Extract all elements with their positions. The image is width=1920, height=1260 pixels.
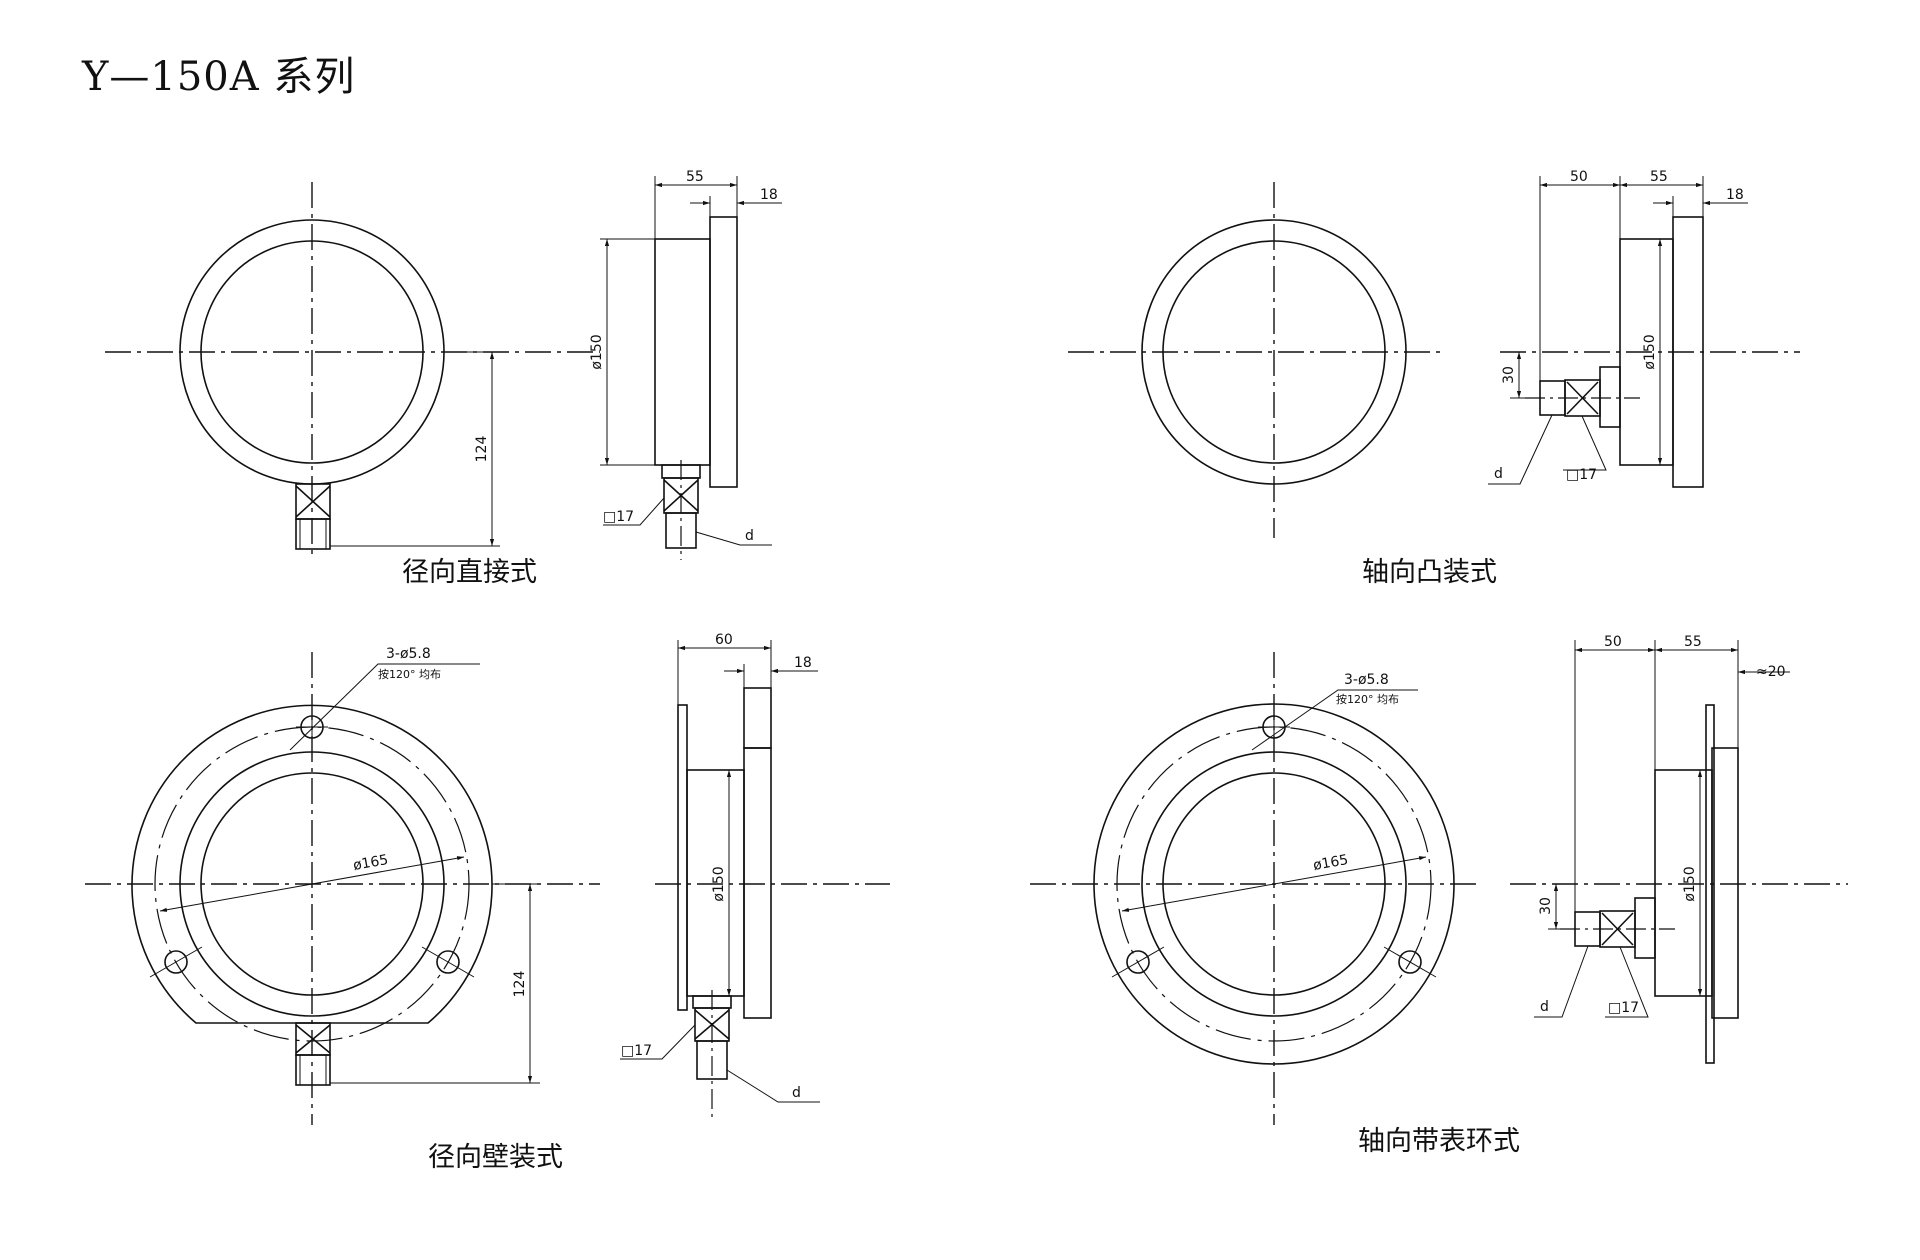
dim-label-60: 60 [715, 632, 733, 648]
wall-plate-side [677, 704, 688, 1011]
dim-label-30: 30 [1501, 366, 1517, 384]
dim-label-18: 18 [794, 655, 812, 671]
socket-collar [1599, 366, 1621, 428]
leader-holes [289, 663, 480, 751]
view-axial-ring [1030, 640, 1848, 1125]
dim-label-18: 18 [760, 187, 778, 203]
dim-label-50: 50 [1604, 634, 1622, 650]
dim-label-d: d [1540, 999, 1549, 1015]
leader-d [1488, 414, 1553, 485]
hex-cross [295, 485, 331, 518]
dim-label-dia165: ø165 [352, 852, 390, 874]
hole-center [1111, 946, 1165, 978]
leader-d [1534, 945, 1589, 1018]
hole-center [1383, 946, 1437, 978]
leader-holes [1251, 689, 1418, 751]
hex-cross [1601, 912, 1634, 946]
hex-cross [295, 1024, 331, 1054]
dim-label-d: d [792, 1085, 801, 1101]
dim-label-hex: □17 [1566, 467, 1597, 483]
labels-radial-direct: 55 18 ø150 124 □17 d 径向直接式 [402, 169, 778, 588]
dim-label-dia150: ø150 [1642, 334, 1658, 369]
dim-label-dia165: ø165 [1312, 852, 1350, 874]
mount-hole [164, 950, 188, 974]
dim-label-dia150: ø150 [1682, 866, 1698, 901]
gauge-inner-ring [200, 240, 424, 464]
case-side [654, 238, 711, 466]
mount-hole [1126, 950, 1150, 974]
caption-axial-flange: 轴向凸装式 [1362, 557, 1497, 588]
dim-label-hex: □17 [603, 509, 634, 525]
dim-label-hex: □17 [1608, 1000, 1639, 1016]
dim-label-55: 55 [686, 169, 704, 185]
socket-thread [295, 518, 331, 550]
hex-cross [1566, 381, 1599, 415]
caption-axial-ring: 轴向带表环式 [1358, 1126, 1520, 1157]
holes-label: 3-ø5.8 [386, 646, 431, 662]
bezel-side [709, 216, 738, 488]
labels-axial-flange: 50 55 18 30 ø150 d □17 轴向凸装式 [1362, 169, 1744, 588]
view-radial-wall [85, 640, 890, 1125]
hole-center [149, 946, 203, 978]
mount-hole [1398, 950, 1422, 974]
caption-radial-direct: 径向直接式 [402, 557, 537, 588]
dim-label-20: ≈20 [1756, 664, 1786, 680]
dim-label-dia150: ø150 [711, 866, 727, 901]
leader-hex [603, 497, 665, 526]
holes-note: 按120° 均布 [1336, 692, 1399, 706]
wall-flange [131, 704, 493, 1024]
bolt-circle [154, 726, 470, 1042]
dim-label-d: d [1494, 466, 1503, 482]
leader-hex [620, 1024, 696, 1060]
dim-label-d: d [745, 528, 754, 544]
dim-label-dia150: ø150 [589, 334, 605, 369]
leader-hex [1563, 415, 1607, 471]
dim-label-124: 124 [474, 436, 490, 463]
dim-label-55: 55 [1650, 169, 1668, 185]
dim-label-18: 18 [1726, 187, 1744, 203]
dim-label-hex: □17 [621, 1043, 652, 1059]
gauge-outer-ring [1141, 219, 1407, 485]
front-ring [1093, 703, 1455, 1065]
bezel-side [1711, 747, 1739, 1019]
caption-radial-wall: 径向壁装式 [428, 1142, 563, 1173]
mount-hole [436, 950, 460, 974]
page-title: Y—150A 系列 [82, 54, 356, 100]
dim-label-55: 55 [1684, 634, 1702, 650]
dim-label-50: 50 [1570, 169, 1588, 185]
holes-note: 按120° 均布 [378, 667, 441, 681]
view-axial-flange [1068, 176, 1800, 538]
dim-label-30: 30 [1538, 897, 1554, 915]
dim-line-165 [1121, 856, 1427, 912]
view-radial-direct [105, 176, 782, 560]
dim-line-165 [159, 856, 465, 912]
bolt-circle [1116, 726, 1432, 1042]
hole-center [421, 946, 475, 978]
labels-axial-ring: 3-ø5.8 按120° 均布 ø165 50 55 ≈20 30 ø150 d… [1312, 634, 1786, 1157]
wall-bracket-side [743, 687, 772, 749]
leader-hex [1605, 946, 1649, 1018]
leader-d [726, 1069, 820, 1103]
dim-label-124: 124 [512, 971, 528, 998]
leader-d [695, 531, 772, 546]
gauge-inner-ring [1162, 240, 1386, 464]
socket-collar [1634, 897, 1656, 959]
bezel-side [743, 747, 772, 1019]
holes-label: 3-ø5.8 [1344, 672, 1389, 688]
socket-thread [295, 1054, 331, 1086]
labels-radial-wall: 3-ø5.8 按120° 均布 ø165 60 18 ø150 124 □17 … [352, 632, 812, 1173]
